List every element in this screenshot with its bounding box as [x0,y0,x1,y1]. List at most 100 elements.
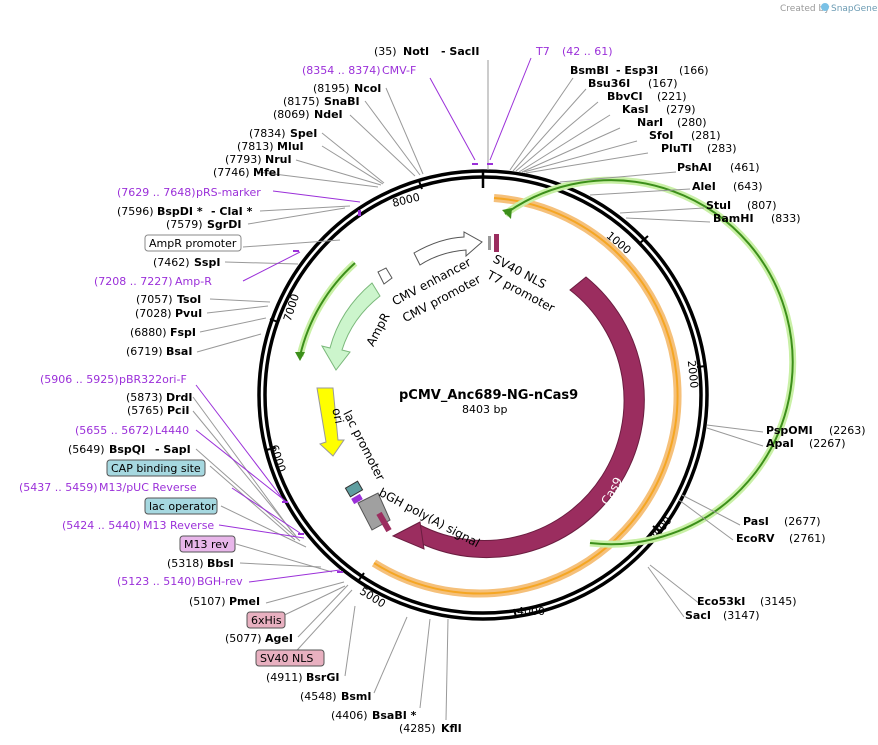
site-fspi[interactable]: (6880) FspI [130,326,196,339]
svg-text:(8069): (8069) [273,108,310,121]
site-pcii[interactable]: (5765) PciI [127,404,189,417]
svg-text:(5765): (5765) [127,404,164,417]
site-pasi[interactable]: PasI (2677) [743,515,821,528]
primer-cmv-f[interactable]: (8354 .. 8374) CMV-F [302,64,416,77]
feature-box-6xhis[interactable]: 6xHis [246,611,286,629]
svg-text:PvuI: PvuI [175,307,202,320]
site-pmei[interactable]: (5107) PmeI [189,595,260,608]
site-sspi[interactable]: (7462) SspI [153,256,220,269]
svg-text:(7793): (7793) [225,153,262,166]
primer-m13-puc-reverse[interactable]: (5437 .. 5459) M13/pUC Reverse [19,481,197,494]
site-snabi[interactable]: (8175) SnaBI [283,95,360,108]
feature-box-ampr-promoter[interactable]: AmpR promoter [144,234,242,252]
ori-label: ori [329,407,346,425]
primer-l4440[interactable]: (5655 .. 5672) L4440 [75,424,189,437]
svg-text:(221): (221) [657,90,687,103]
leader-lines [192,60,764,721]
ampr-orf-band [296,260,358,357]
primer-amp-r[interactable]: (7208 .. 7227) Amp-R [94,275,212,288]
site-spei[interactable]: (7834) SpeI [249,127,317,140]
tick-label-7000: 7000 [281,292,302,323]
svg-text:NdeI: NdeI [314,108,343,121]
svg-text:- SacII: - SacII [441,45,479,58]
primer-m13-reverse[interactable]: (5424 .. 5440) M13 Reverse [62,519,214,532]
site-bsmi[interactable]: (4548) BsmI [300,690,372,703]
svg-text:(2263): (2263) [829,424,866,437]
site-bsmbi[interactable]: BsmBI - Esp3I (166) [570,64,709,77]
site-drdi[interactable]: (5873) DrdI [126,391,193,404]
site-pluti[interactable]: PluTI (283) [661,142,737,155]
site-bbvci[interactable]: BbvCI (221) [607,90,687,103]
site-nari[interactable]: NarI (280) [637,116,707,129]
svg-text:AgeI: AgeI [265,632,293,645]
site-bsrgi[interactable]: (4911) BsrGI [266,671,339,684]
site-eco53ki[interactable]: Eco53kI (3145) [697,595,797,608]
svg-text:(3145): (3145) [760,595,797,608]
svg-text:(7057): (7057) [136,293,173,306]
site-ncoi[interactable]: (8195) NcoI [313,82,381,95]
svg-text:(5123 .. 5140): (5123 .. 5140) [117,575,196,588]
site-bsabi[interactable]: (4406) BsaBI * [331,709,417,722]
feature-box-cap-binding-site[interactable]: CAP binding site [106,459,206,477]
svg-text:(6719): (6719) [126,345,163,358]
svg-text:SgrDI: SgrDI [207,218,241,231]
site-sgrdi[interactable]: (7579) SgrDI [166,218,241,231]
svg-text:(2267): (2267) [809,437,846,450]
site-bsu36i[interactable]: Bsu36I (167) [588,77,678,90]
primer-prs-marker[interactable]: (7629 .. 7648) pRS-marker [117,186,261,199]
svg-text:SpeI: SpeI [290,127,317,140]
feature-box-m13-rev[interactable]: M13 rev [179,535,236,553]
svg-text:BGH-rev: BGH-rev [197,575,243,588]
svg-text:(5318): (5318) [167,557,204,570]
svg-text:PshAI: PshAI [677,161,712,174]
svg-text:(7462): (7462) [153,256,190,269]
brand-prefix: Created by [780,4,830,14]
svg-text:M13 Reverse: M13 Reverse [143,519,214,532]
site-mfei[interactable]: (7746) MfeI [213,166,280,179]
site-pvui[interactable]: (7028) PvuI [135,307,202,320]
lac-promoter-label: lac promoter [340,408,387,483]
site-pspomi[interactable]: PspOMI (2263) [766,424,866,437]
site-pshai[interactable]: PshAI (461) [677,161,760,174]
svg-text:PciI: PciI [167,404,189,417]
site-stui[interactable]: StuI (807) [706,199,777,212]
site-ecorv[interactable]: EcoRV (2761) [736,532,826,545]
site-bamhi[interactable]: BamHI (833) [713,212,801,225]
svg-text:KasI: KasI [622,103,649,116]
site-bbsi[interactable]: (5318) BbsI [167,557,234,570]
primer-leader-lines [195,57,532,583]
site-sfoi[interactable]: SfoI (281) [649,129,721,142]
svg-text:DrdI: DrdI [166,391,193,404]
site-kfli[interactable]: (4285) KflI [399,722,462,735]
site-tsoi[interactable]: (7057) TsoI [136,293,201,306]
primer-t7[interactable]: T7 (42 .. 61) [535,45,613,58]
site-apai[interactable]: ApaI (2267) [766,437,846,450]
svg-text:T7: T7 [535,45,550,58]
site-mlui[interactable]: (7813) MluI [237,140,304,153]
svg-text:6xHis: 6xHis [251,614,282,627]
t7-promoter-mark [488,236,491,250]
site-bspdi[interactable]: (7596) BspDI * - ClaI * [117,205,253,218]
site-ndei[interactable]: (8069) NdeI [273,108,343,121]
site-saci[interactable]: SacI (3147) [685,609,760,622]
site-kasi[interactable]: KasI (279) [622,103,696,116]
svg-text:pBR322ori-F: pBR322ori-F [119,373,187,386]
primer-pbr322ori-f[interactable]: (5906 .. 5925) pBR322ori-F [40,373,187,386]
site-bspqi[interactable]: (5649) BspQI - SapI [68,443,191,456]
cmv-enhancer-stub [377,267,393,285]
svg-text:BamHI: BamHI [713,212,754,225]
site-nrui[interactable]: (7793) NruI [225,153,292,166]
tick-4000 [513,608,517,618]
svg-text:PluTI: PluTI [661,142,692,155]
feature-box-lac-operator[interactable]: lac operator [144,497,218,515]
brand-name: SnapGene [831,4,878,14]
feature-box-sv40-nls[interactable]: SV40 NLS [255,649,325,667]
site-noti[interactable]: (35) NotI - SacII [374,45,479,58]
svg-text:(5655 .. 5672): (5655 .. 5672) [75,424,154,437]
site-bsai[interactable]: (6719) BsaI [126,345,192,358]
site-alei[interactable]: AleI (643) [692,180,763,193]
site-agei[interactable]: (5077) AgeI [225,632,293,645]
svg-text:(5424 .. 5440): (5424 .. 5440) [62,519,141,532]
primer-bgh-rev[interactable]: (5123 .. 5140) BGH-rev [117,575,243,588]
green-orf-arrow [504,179,794,546]
